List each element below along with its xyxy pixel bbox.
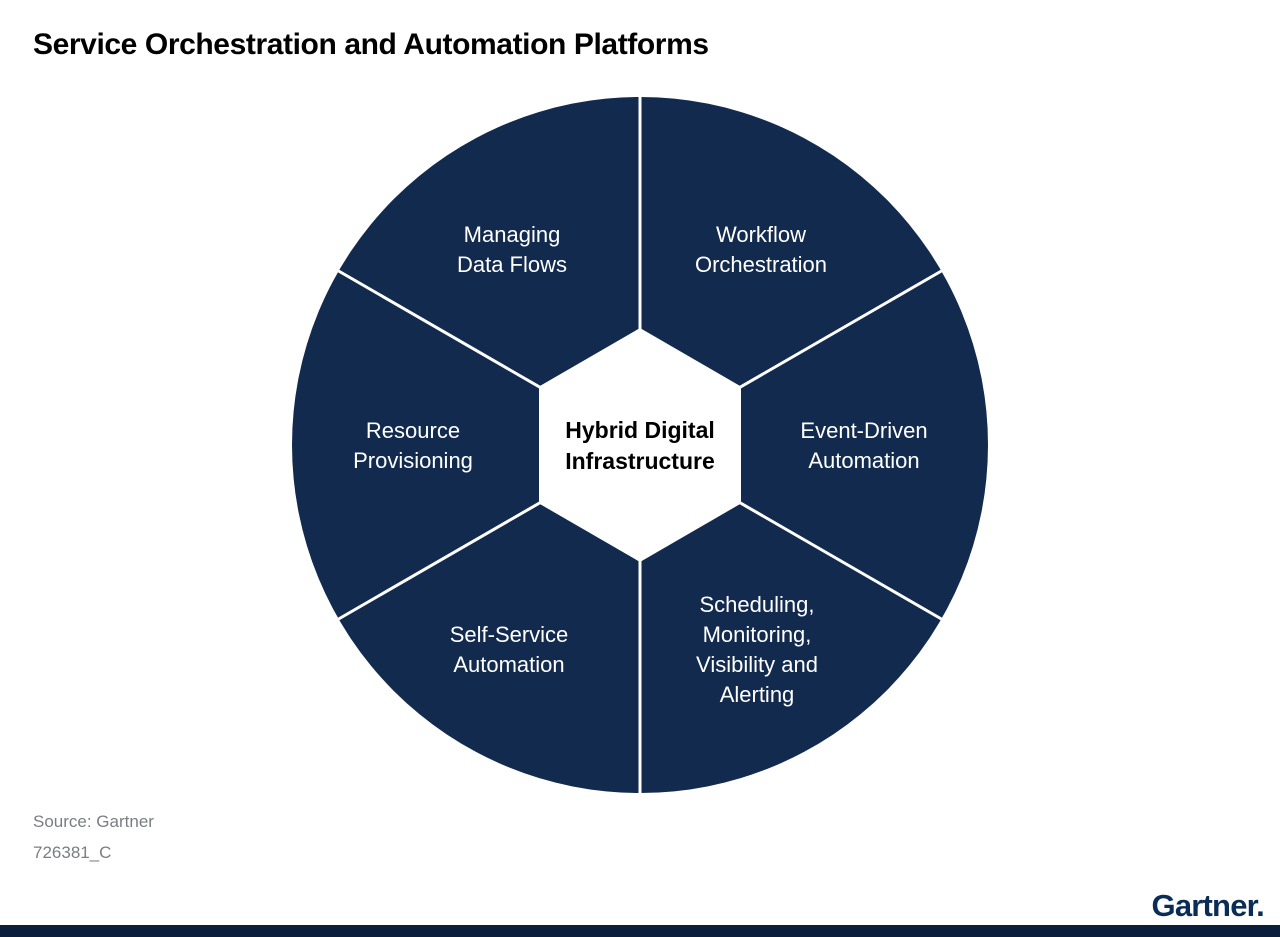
- gartner-logo: Gartner.: [1151, 888, 1265, 923]
- page-title: Service Orchestration and Automation Pla…: [33, 28, 709, 61]
- center-label: Hybrid Digital Infrastructure: [565, 417, 715, 474]
- footer-bar: [0, 925, 1280, 937]
- segment-label-event-driven-automation: Event-Driven Automation: [800, 418, 928, 473]
- segment-label-workflow-orchestration: Workflow Orchestration: [694, 222, 828, 277]
- figure-id: 726381_C: [33, 843, 112, 862]
- source-note: Source: Gartner: [33, 812, 154, 831]
- segment-label-scheduling-monitoring-visibility-alerting: Scheduling, Monitoring, Visibility and A…: [696, 592, 818, 707]
- segment-label-self-service-automation: Self-Service Automation: [449, 622, 569, 677]
- segment-label-resource-provisioning: Resource Provisioning: [353, 418, 473, 473]
- segment-label-managing-data-flows: Managing Data Flows: [456, 222, 568, 277]
- center-hexagon: [539, 328, 741, 562]
